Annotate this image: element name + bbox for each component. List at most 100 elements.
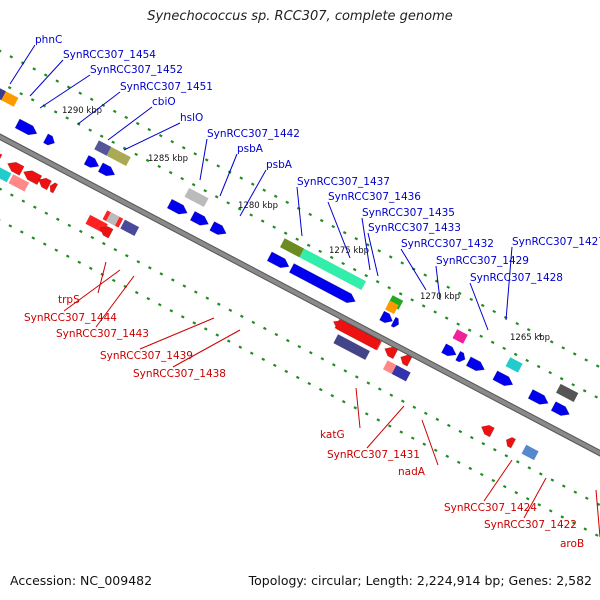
leader-line xyxy=(199,138,208,181)
feature-forward-3 xyxy=(106,146,131,167)
ruler-label: 1280 kbp xyxy=(238,201,278,211)
feature-reverse-5 xyxy=(8,174,30,192)
gene-label: SynRCC307_1424 xyxy=(444,502,537,514)
gene-label: SynRCC307_1451 xyxy=(120,81,213,93)
leader-line xyxy=(400,248,427,291)
gene-reverse-1 xyxy=(0,153,3,160)
gene-forward-4 xyxy=(97,162,116,177)
leader-line xyxy=(595,489,600,538)
feature-reverse-10 xyxy=(391,365,411,382)
leader-line xyxy=(172,329,241,368)
gene-reverse-3 xyxy=(23,170,43,186)
gene-label: aroB xyxy=(560,538,584,550)
gene-forward-5 xyxy=(166,198,188,215)
gene-forward-14 xyxy=(465,356,485,372)
gene-forward-6 xyxy=(189,210,209,226)
gene-label: psbA xyxy=(237,143,264,155)
map-layer xyxy=(0,49,600,537)
feature-forward-5 xyxy=(280,238,305,258)
leader-line xyxy=(435,265,441,301)
gene-forward-16 xyxy=(527,389,549,405)
leader-line xyxy=(361,217,371,271)
leader-line xyxy=(219,153,238,197)
leader-line xyxy=(505,246,513,321)
backbone xyxy=(0,134,600,456)
leader-line xyxy=(39,74,91,109)
gene-label: SynRCC307_1436 xyxy=(328,191,421,203)
gene-reverse-8 xyxy=(384,346,399,360)
gene-label: SynRCC307_1444 xyxy=(24,312,117,324)
feature-reverse-7 xyxy=(333,334,370,360)
gene-label: SynRCC307_1438 xyxy=(133,368,226,380)
leader-line xyxy=(95,275,135,328)
feature-reverse-3 xyxy=(106,212,120,226)
feature-reverse-2 xyxy=(120,219,140,236)
feature-forward-10 xyxy=(505,357,523,373)
leader-line xyxy=(421,419,439,466)
outer-dots-bottom xyxy=(0,219,599,537)
gene-label: SynRCC307_1431 xyxy=(327,449,420,461)
ruler-label: 1290 kbp xyxy=(62,106,102,116)
gene-label: SynRCC307_1428 xyxy=(470,272,563,284)
feature-reverse-11 xyxy=(521,444,539,461)
gene-label: SynRCC307_1439 xyxy=(100,350,193,362)
gene-label: SynRCC307_1422 xyxy=(484,519,577,531)
leader-line xyxy=(483,459,513,502)
leader-line xyxy=(366,405,405,449)
leader-line xyxy=(355,387,361,429)
gene-reverse-4 xyxy=(38,177,52,191)
leader-line xyxy=(77,91,121,125)
gene-label: SynRCC307_1442 xyxy=(207,128,300,140)
gene-forward-9 xyxy=(288,263,356,304)
leader-line xyxy=(469,282,489,331)
gene-reverse-5 xyxy=(49,182,59,194)
gene-reverse-10 xyxy=(481,424,495,438)
feature-forward-4 xyxy=(184,187,209,208)
leader-line xyxy=(139,317,215,350)
gene-label: SynRCC307_1432 xyxy=(401,238,494,250)
feature-forward-2 xyxy=(94,140,112,156)
gene-label: cbiO xyxy=(152,96,176,108)
gene-label: SynRCC307_1437 xyxy=(297,176,390,188)
feature-forward-8 xyxy=(385,300,399,315)
gene-forward-11 xyxy=(390,316,399,328)
gene-forward-12 xyxy=(441,343,457,357)
feature-forward-6 xyxy=(299,248,367,291)
ruler-dots-bottom xyxy=(0,187,600,506)
leader-line xyxy=(296,186,303,237)
gene-label: SynRCC307_1452 xyxy=(90,64,183,76)
feature-forward-9 xyxy=(452,329,468,344)
leader-line xyxy=(367,232,379,277)
gene-reverse-2 xyxy=(7,161,25,176)
gene-forward-15 xyxy=(492,370,514,387)
outer-dots-top xyxy=(0,49,600,368)
gene-forward-8 xyxy=(266,251,290,269)
feature-forward-1 xyxy=(1,91,19,107)
gene-label: psbA xyxy=(266,159,293,171)
gene-label: phnC xyxy=(35,34,62,46)
gene-forward-3 xyxy=(83,154,100,168)
leader-line xyxy=(523,477,547,519)
gene-forward-17 xyxy=(550,401,570,416)
leader-line xyxy=(97,261,107,294)
map-title: Synechococcus sp. RCC307, complete genom… xyxy=(147,9,453,24)
leader-line xyxy=(107,106,153,141)
gene-reverse-6 xyxy=(99,226,114,239)
gene-label: SynRCC307_1433 xyxy=(368,222,461,234)
gene-label: SynRCC307_1435 xyxy=(362,207,455,219)
gene-label: katG xyxy=(320,429,345,441)
gene-label: hslO xyxy=(180,112,203,124)
gene-label: SynRCC307_1443 xyxy=(56,328,149,340)
feature-reverse-4 xyxy=(0,167,12,183)
gene-forward-7 xyxy=(209,221,227,235)
leader-line xyxy=(9,44,36,85)
gene-label: trpS xyxy=(58,294,80,306)
accession-text: Accession: NC_009482 xyxy=(10,573,153,588)
feature-forward-11 xyxy=(555,383,579,402)
gene-forward-1 xyxy=(14,118,38,136)
ruler-label: 1265 kbp xyxy=(510,333,550,343)
ruler-label: 1285 kbp xyxy=(148,154,188,164)
leader-line xyxy=(327,201,351,259)
